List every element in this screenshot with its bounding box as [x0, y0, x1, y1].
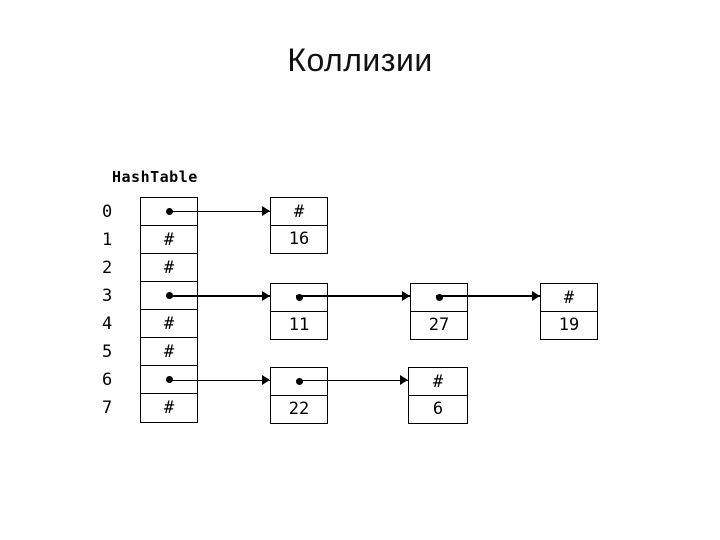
link-arrow-node27-to-node19 [436, 295, 540, 297]
node-next-cell: # [541, 284, 597, 312]
node-value: 16 [271, 226, 327, 253]
link-arrow-node11-to-node27 [296, 295, 410, 297]
pointer-dot-icon [295, 294, 303, 301]
bucket-index-2: 2 [102, 258, 113, 278]
bucket-cell-0[interactable] [141, 198, 197, 226]
page-title: Коллизии [287, 42, 433, 78]
link-arrow-bucket6-to-node22 [166, 380, 270, 381]
hash-table-label: HashTable [112, 168, 198, 186]
arrowhead-icon [262, 375, 270, 385]
pointer-dot-icon [295, 378, 303, 385]
node-next-cell: # [409, 368, 467, 396]
chain-node-19[interactable]: # 19 [540, 283, 598, 340]
null-glyph: # [163, 314, 175, 334]
node-value: 27 [411, 312, 467, 339]
arrowhead-icon [400, 375, 408, 385]
pointer-dot-icon [435, 294, 443, 301]
node-next-cell [271, 368, 327, 396]
node-next-cell: # [271, 198, 327, 226]
pointer-dot-icon [165, 376, 173, 383]
arrowhead-icon [402, 291, 410, 301]
null-glyph: # [163, 258, 175, 278]
bucket-cell-7[interactable]: # [141, 394, 197, 422]
chain-node-6[interactable]: # 6 [408, 367, 468, 424]
null-glyph: # [163, 342, 175, 362]
node-value: 11 [271, 312, 327, 339]
arrowhead-icon [532, 291, 540, 301]
null-glyph: # [163, 398, 175, 418]
bucket-index-1: 1 [102, 230, 113, 250]
link-arrow-bucket3-to-node11 [166, 295, 270, 297]
node-value: 6 [409, 396, 467, 423]
bucket-index-0: 0 [102, 202, 113, 222]
bucket-cell-4[interactable]: # [141, 310, 197, 338]
node-next-cell [271, 284, 327, 312]
bucket-cell-1[interactable]: # [141, 226, 197, 254]
bucket-index-3: 3 [102, 286, 113, 306]
null-glyph: # [163, 230, 175, 250]
node-value: 22 [271, 396, 327, 423]
link-arrow-bucket0-to-node16 [166, 211, 270, 212]
null-glyph: # [563, 288, 575, 308]
chain-node-16[interactable]: # 16 [270, 197, 328, 254]
bucket-index-5: 5 [102, 342, 113, 362]
bucket-cell-2[interactable]: # [141, 254, 197, 282]
node-next-cell [411, 284, 467, 312]
chain-node-11[interactable]: 11 [270, 283, 328, 340]
arrowhead-icon [262, 206, 270, 216]
bucket-index-7: 7 [102, 398, 113, 418]
bucket-cell-5[interactable]: # [141, 338, 197, 366]
chain-node-27[interactable]: 27 [410, 283, 468, 340]
link-arrow-node22-to-node6 [296, 380, 408, 381]
bucket-index-4: 4 [102, 314, 113, 334]
null-glyph: # [293, 202, 305, 222]
bucket-index-6: 6 [102, 370, 113, 390]
null-glyph: # [432, 372, 444, 392]
arrowhead-icon [262, 291, 270, 301]
chain-node-22[interactable]: 22 [270, 367, 328, 424]
node-value: 19 [541, 312, 597, 339]
bucket-array: # # # # # [140, 197, 198, 423]
